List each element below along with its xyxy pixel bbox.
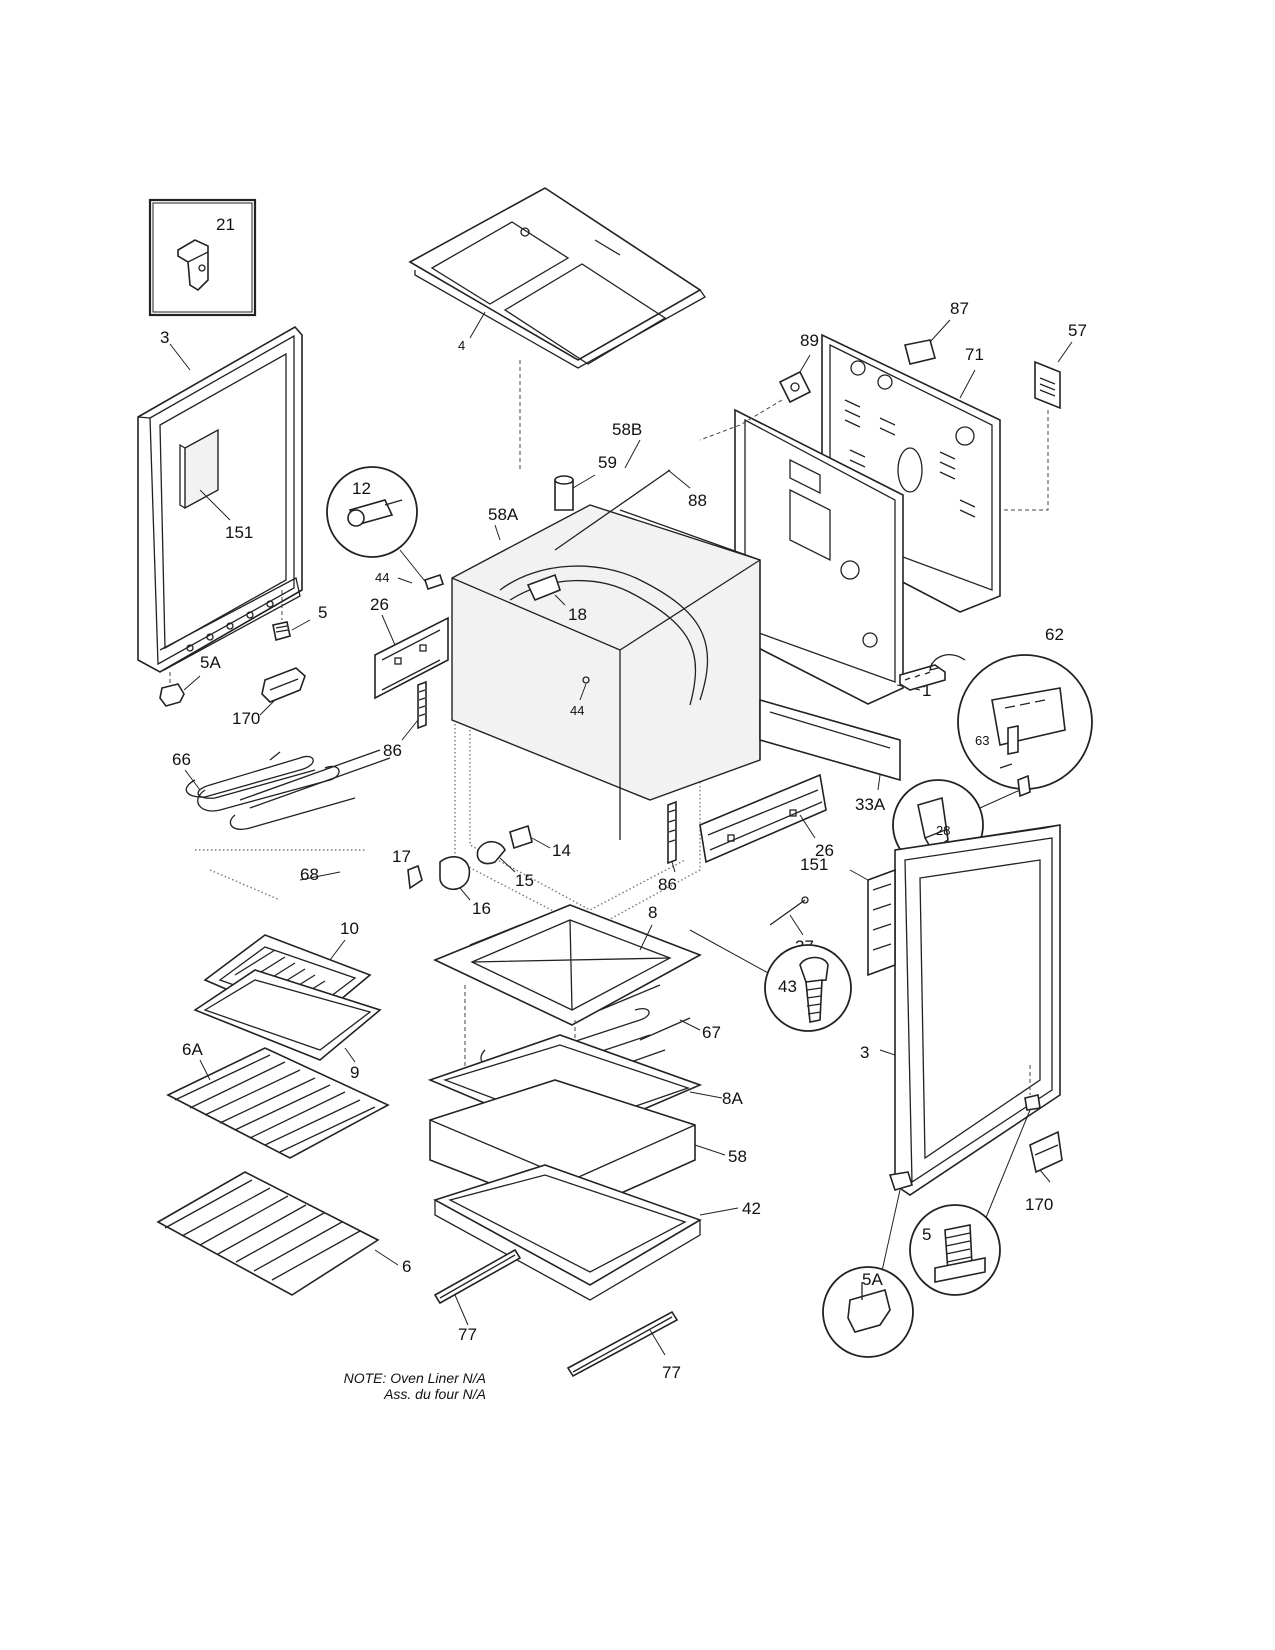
callout-44-b: 44 [570, 703, 584, 718]
callout-63: 63 [975, 733, 989, 748]
callout-9: 9 [350, 1063, 359, 1082]
bracket-26-right: 26 [699, 773, 834, 864]
callout-1: 1 [922, 681, 931, 700]
callout-5A-right: 5A [862, 1270, 883, 1289]
callout-62: 62 [1045, 625, 1064, 644]
callout-15: 15 [515, 871, 534, 890]
right-hinge-parts: 170 5 5A [822, 1065, 1063, 1358]
callout-44-a: 44 [375, 570, 389, 585]
callout-151-right: 151 [800, 855, 828, 874]
callout-86-left: 86 [383, 741, 402, 760]
callout-16: 16 [472, 899, 491, 918]
callout-170-left: 170 [232, 709, 260, 728]
oven-cavity [451, 504, 761, 931]
callout-21: 21 [216, 215, 235, 234]
bottom-panel-8: 8 [433, 903, 702, 1026]
oven-rack-6A: 6A [166, 1040, 390, 1159]
thermostat-bulb-59: 59 [554, 453, 617, 511]
broil-pan: 10 9 [193, 919, 382, 1082]
callout-6: 6 [402, 1257, 411, 1276]
bracket-89: 89 [699, 331, 819, 441]
left-hinge-parts: 5 5A 170 [159, 590, 327, 728]
callout-43: 43 [778, 977, 797, 996]
callout-77-right: 77 [662, 1363, 681, 1382]
callout-4: 4 [458, 338, 465, 353]
callout-86-right: 86 [658, 875, 677, 894]
callout-42: 42 [742, 1199, 761, 1218]
callout-88: 88 [688, 491, 707, 510]
switch-18: 18 [526, 573, 587, 624]
callout-67: 67 [702, 1023, 721, 1042]
oven-rack-6: 6 [156, 1171, 411, 1296]
right-oven-door [894, 824, 1061, 1196]
callout-3-left: 3 [160, 328, 169, 347]
rail-33A: 33A [759, 698, 901, 814]
callout-8A: 8A [722, 1089, 743, 1108]
callout-5A-left: 5A [200, 653, 221, 672]
callout-71: 71 [965, 345, 984, 364]
vent-57: 57 [1000, 321, 1087, 511]
callout-58B: 58B [612, 420, 642, 439]
slide-77-left: 77 [433, 1248, 522, 1344]
note-line-1: NOTE: Oven Liner N/A [343, 1370, 486, 1386]
callout-59: 59 [598, 453, 617, 472]
insulation-86-left: 86 [383, 680, 427, 760]
screw-44: 44 [570, 676, 590, 718]
note-line-2: Ass. du four N/A [384, 1386, 486, 1402]
part-62-inset: 62 63 [899, 625, 1093, 790]
drawer-body-42: 42 [432, 1164, 761, 1301]
callout-8: 8 [648, 903, 657, 922]
callout-77-left: 77 [458, 1325, 477, 1344]
insulation-151-right: 151 [800, 855, 896, 977]
broil-element-66: 66 68 [172, 749, 391, 901]
note-block: NOTE: Oven Liner N/A Ass. du four N/A [300, 1370, 486, 1402]
callout-18: 18 [568, 605, 587, 624]
callout-6A: 6A [182, 1040, 203, 1059]
top-panel [408, 187, 706, 369]
callout-26-right: 26 [815, 841, 834, 860]
callout-28: 28 [936, 823, 950, 838]
light-assembly: 17 16 15 14 [392, 824, 571, 918]
cover-87: 87 [904, 299, 969, 365]
callout-26-left: 26 [370, 595, 389, 614]
wire-58B-88: 58B 88 [554, 420, 707, 551]
callout-14: 14 [552, 841, 571, 860]
callout-58: 58 [728, 1147, 747, 1166]
part-12-inset: 12 [326, 466, 445, 591]
callout-17: 17 [392, 847, 411, 866]
insulation-86-right: 86 [658, 800, 677, 894]
callout-68: 68 [300, 865, 319, 884]
callout-58A: 58A [488, 505, 519, 524]
callout-57: 57 [1068, 321, 1087, 340]
callout-89: 89 [800, 331, 819, 350]
callout-87: 87 [950, 299, 969, 318]
callout-33A: 33A [855, 795, 886, 814]
callout-5-left: 5 [318, 603, 327, 622]
callout-12: 12 [352, 479, 371, 498]
part-43-inset: 43 [689, 929, 852, 1032]
callout-66: 66 [172, 750, 191, 769]
callout-3-right: 3 [860, 1043, 869, 1062]
part-21-inset: 21 [148, 198, 257, 317]
bracket-26-left: 26 [370, 595, 449, 700]
callout-170-right: 170 [1025, 1195, 1053, 1214]
callout-10: 10 [340, 919, 359, 938]
slide-77-right: 77 [566, 1310, 681, 1382]
callout-151-left: 151 [225, 523, 253, 542]
callout-5-right: 5 [922, 1225, 931, 1244]
left-oven-door [137, 325, 303, 673]
